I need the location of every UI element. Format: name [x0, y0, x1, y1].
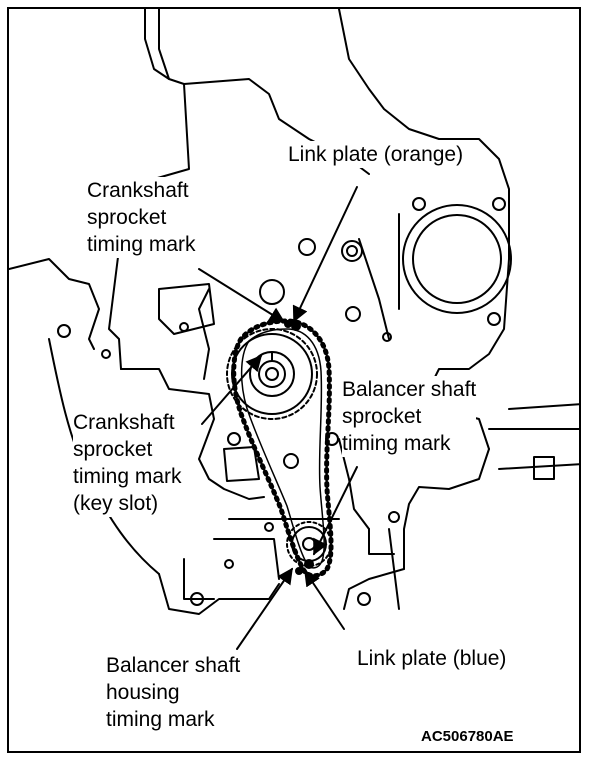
cylinder-bore — [402, 197, 512, 326]
label-link-plate-blue: Link plate (blue) — [357, 645, 507, 672]
crankshaft-sprocket — [226, 328, 318, 420]
leader-lines — [198, 186, 358, 650]
engine-illustration — [9, 9, 579, 650]
timing-chain — [231, 318, 334, 579]
figure-code: AC506780AE — [421, 728, 514, 745]
bolts — [57, 238, 400, 606]
label-crankshaft-keyslot-timing-mark: Crankshaft sprocket timing mark (key slo… — [73, 409, 182, 517]
engine-block-outline — [9, 9, 579, 615]
label-balancer-housing-timing-mark: Balancer shaft housing timing mark — [106, 652, 241, 733]
diagram-frame: Link plate (orange) Crankshaft sprocket … — [7, 7, 581, 753]
label-link-plate-orange: Link plate (orange) — [288, 141, 464, 168]
label-crankshaft-sprocket-timing-mark: Crankshaft sprocket timing mark — [87, 177, 196, 258]
label-balancer-sprocket-timing-mark: Balancer shaft sprocket timing mark — [342, 376, 477, 457]
